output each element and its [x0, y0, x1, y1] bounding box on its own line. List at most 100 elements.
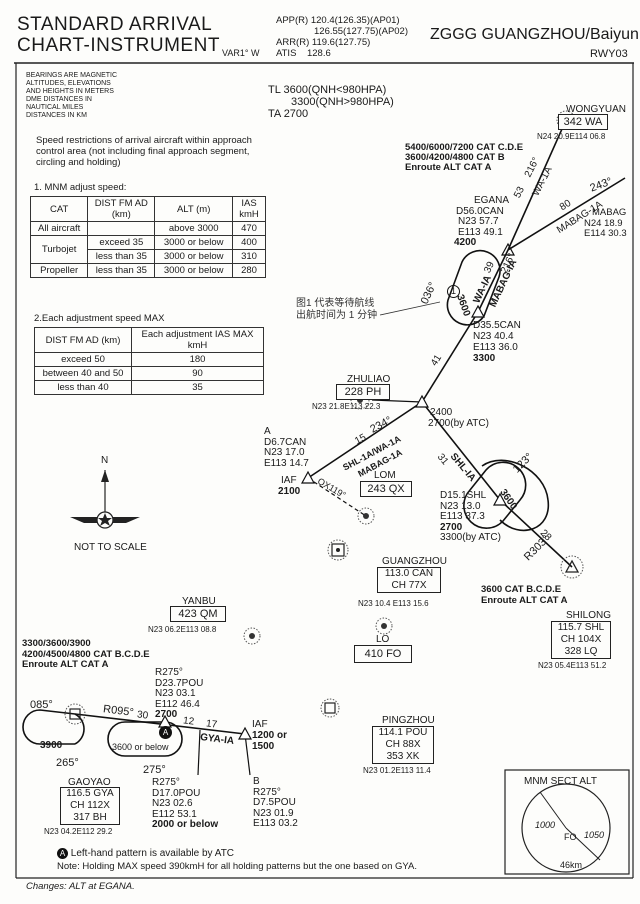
- adjust-speed-title: 2.Each adjustment speed MAX: [34, 313, 165, 324]
- lo-name: LO: [376, 634, 390, 645]
- route-wa1a: [507, 119, 567, 251]
- table-row: DIST FM AD (km) Each adjustment IAS MAX …: [34, 327, 264, 353]
- mabag-lat: N24 18.9: [584, 217, 623, 229]
- route-d15-ip: [421, 401, 501, 501]
- table-cell: 400: [232, 235, 266, 250]
- shilong-freq: 115.7 SHL: [557, 622, 605, 633]
- d6-dme: D6.7CAN: [264, 436, 307, 448]
- gaoyao-box: 116.5 GYA CH 112X 317 BH: [60, 787, 120, 825]
- d35-lon: E113 36.0: [473, 342, 518, 353]
- gaoyao-ndb: 317 BH: [73, 812, 107, 823]
- d17-lon: E112 53.1: [152, 808, 197, 820]
- shilong-ndb: 328 LQ: [564, 646, 598, 657]
- d15-lon: E113 37.3: [440, 511, 485, 522]
- holding-note: Note: Holding MAX speed 390kmH for all h…: [57, 861, 417, 872]
- holding-d15-outer: [481, 459, 549, 532]
- table-cell: 35: [131, 380, 264, 395]
- chart-title: STANDARD ARRIVAL CHART-INSTRUMENT: [17, 14, 220, 56]
- wongyuan-coord: N24 20.9E114 06.8: [537, 132, 606, 141]
- mnm-sect-radius: 46km: [560, 860, 583, 870]
- table-row: less than 35 3000 or below 310: [31, 249, 266, 264]
- table-cell: between 40 and 50: [34, 366, 132, 381]
- mnm-sect-title: MNM SECT ALT: [524, 776, 597, 787]
- d15-fix: D15.1SHL N23 13.0 E113 37.3 2700 3300(by…: [440, 490, 501, 544]
- shilong-vor-icon: [560, 555, 584, 579]
- iaf-2100-fix-icon: [300, 470, 316, 484]
- shilong-coord: N23 05.4E113 51.2: [538, 661, 607, 670]
- d23-fix: R275° D23.7POU N23 03.1 E112 46.4 2700: [155, 667, 203, 721]
- lom-freq: 243 QX: [367, 483, 405, 495]
- changes-note: Changes: ALT at EGANA.: [26, 881, 135, 892]
- mabag-name: MABAG: [592, 207, 627, 218]
- table-cell: 280: [232, 263, 266, 278]
- d7-dme: D7.5POU: [253, 797, 296, 808]
- app-freq-2: 126.55(127.75)(AP02): [314, 26, 409, 37]
- d17-lat: N23 02.6: [152, 798, 193, 809]
- chinese-note-line2: 出航时间为 1 分钟: [296, 310, 378, 321]
- d7-radial: R275°: [253, 786, 281, 798]
- ip-alt: 2400: [430, 407, 453, 418]
- pingzhou-ndb: 353 XK: [386, 751, 420, 762]
- mnm-sect-circle: [521, 783, 611, 873]
- pingzhou-freq: 114.1 POU: [378, 727, 428, 738]
- zhuliao-name: ZHULIAO: [347, 374, 391, 385]
- d23-lat: N23 03.1: [155, 688, 196, 699]
- speed-restr-line: Speed restrictions of arrival aircraft w…: [36, 135, 252, 146]
- gaoyao-name: GAOYAO: [68, 777, 111, 788]
- iaf-w-label: IAF: [252, 719, 268, 730]
- speed-restr-line: circling and holding): [36, 157, 121, 168]
- variation: VAR1° W: [222, 48, 260, 58]
- egana-fix-icon: [500, 242, 516, 256]
- arr-freq: 119.6(127.75): [311, 37, 371, 48]
- yanbu-coord: N23 06.2E113 08.8: [148, 625, 217, 634]
- table-cell: exceed 50: [34, 352, 132, 367]
- wongyuan-freq: 342 WA: [563, 116, 603, 128]
- table-cell: less than 35: [87, 249, 156, 264]
- gaoyao-vor-icon: [64, 703, 86, 725]
- note-leader: [379, 301, 441, 316]
- route-d35-ip: [421, 311, 479, 403]
- atis-label: ATIS: [276, 48, 297, 59]
- d35-dme: D35.5CAN: [473, 320, 521, 331]
- table-row: less than 40 35: [34, 380, 264, 395]
- speed-restr-line: control area (not including final approa…: [36, 146, 250, 157]
- app-freq-1: 120.4(126.35)(AP01): [310, 15, 400, 26]
- table-cell: 90: [131, 366, 264, 381]
- holding-d15: [463, 461, 527, 529]
- route-b-branch: [244, 733, 251, 776]
- route-egana-d35: [477, 249, 509, 313]
- holding-alt-d23: 3600 or below: [112, 742, 169, 752]
- table-cell: [87, 221, 156, 236]
- iaf-w-fix-icon: [237, 726, 253, 740]
- yanbu-name: YANBU: [182, 596, 216, 607]
- table-cell: 3000 or below: [154, 249, 233, 264]
- holding-d23: [107, 721, 183, 757]
- north-arrow-icon: [101, 470, 109, 482]
- mnm-sect-value-1: 1000: [535, 820, 556, 830]
- iaf-w-alt: 1200 or: [252, 730, 288, 741]
- d35-alt: 3300: [473, 353, 496, 364]
- table-cell: All aircraft: [29, 221, 89, 236]
- alt-line: 3600 CAT B.C.D.E: [481, 584, 562, 595]
- pingzhou-coord: N23 01.2E113 11.4: [363, 766, 431, 775]
- transition-level-1: TL 3600(QNH<980HPA): [268, 84, 387, 96]
- pingzhou-ch: CH 88X: [385, 739, 421, 750]
- chart-title-line1: STANDARD ARRIVAL: [17, 14, 213, 35]
- runway: RWY03: [590, 48, 628, 60]
- d35-fix-icon: [470, 304, 486, 318]
- frequencies: APP(R) 120.4(126.35)(AP01) 126.55(127.75…: [276, 15, 408, 59]
- wongyuan-box: 342 WA: [558, 114, 608, 130]
- yanbu-box: 423 QM: [170, 606, 226, 622]
- guangzhou-freq: 113.0 CAN: [384, 568, 434, 579]
- shilong-ch: CH 104X: [560, 634, 602, 645]
- mnm-speed-table: CAT DIST FM AD (km) ALT (m) IAS kmH All …: [29, 196, 266, 278]
- d15-lat: N23 13.0: [440, 500, 481, 512]
- iaf-w-alt2: 1500: [252, 741, 275, 752]
- table-cell: 310: [232, 249, 266, 264]
- d15-fix-icon: [492, 492, 508, 506]
- yanbu-freq: 423 QM: [178, 608, 218, 620]
- alt-line: 5400/6000/7200 CAT C.D.E: [405, 142, 524, 153]
- zhuliao-coord: N23 21.8E113 22.3: [312, 402, 381, 411]
- chart-title-line2: CHART-INSTRUMENT: [17, 35, 220, 56]
